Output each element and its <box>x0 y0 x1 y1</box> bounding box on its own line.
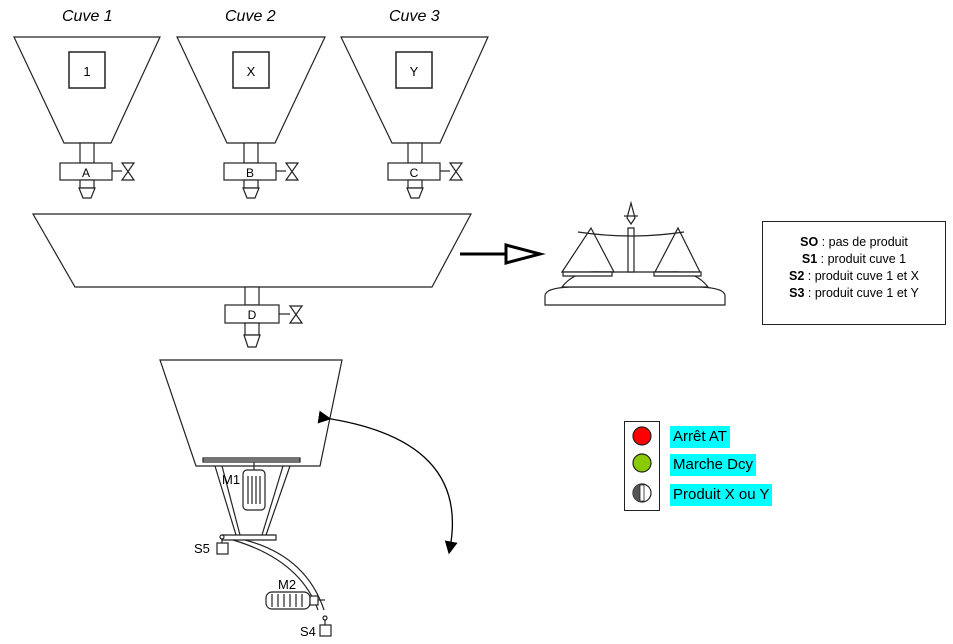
sensor-s5-icon <box>216 534 229 555</box>
tank-2-title: Cuve 2 <box>225 8 276 25</box>
tank-3-title: Cuve 3 <box>389 8 440 25</box>
scale-icon <box>544 200 726 306</box>
valve-a-label: A <box>82 166 90 180</box>
motor-m2-label: M2 <box>278 577 296 592</box>
tank-3-content: Y <box>410 64 419 79</box>
valve-b-label: B <box>246 166 254 180</box>
motor-m1-label: M1 <box>222 472 240 487</box>
legend-row: S2 : produit cuve 1 et X <box>789 269 919 283</box>
legend-row: S1 : produit cuve 1 <box>801 252 907 266</box>
tank-1-title: Cuve 1 <box>62 8 113 25</box>
mixer-tank <box>159 359 343 467</box>
legend-row: SO : pas de produit <box>800 235 908 249</box>
tank-1-content: 1 <box>83 64 90 79</box>
arrow-to-scale-icon <box>460 243 546 265</box>
sensor-s4-label: S4 <box>300 624 316 639</box>
control-panel <box>624 421 660 511</box>
stop-label: Arrêt AT <box>670 426 730 448</box>
mixer-frame <box>214 465 291 541</box>
start-label: Marche Dcy <box>670 454 757 476</box>
valve-d <box>224 286 304 348</box>
motor-m2-icon <box>265 591 325 610</box>
tank-2-content: X <box>247 64 256 79</box>
valve-c-label: C <box>410 166 419 180</box>
weighing-hopper <box>31 213 473 288</box>
sensor-legend: SO : pas de produit S1 : produit cuve 1 … <box>762 221 946 325</box>
sensor-s5-label: S5 <box>194 541 210 556</box>
legend-row: S3 : produit cuve 1 et Y <box>789 286 919 300</box>
tank-1 <box>13 36 161 199</box>
tank-3 <box>340 36 489 199</box>
product-selector-label: Produit X ou Y <box>670 484 773 506</box>
stop-button[interactable] <box>631 425 652 446</box>
sensor-s4-icon <box>319 615 332 637</box>
start-button[interactable] <box>631 452 652 473</box>
selector-switch[interactable] <box>631 482 652 503</box>
tank-2 <box>176 36 326 199</box>
valve-d-label: D <box>248 308 257 322</box>
tilt-arrow-icon <box>317 410 458 555</box>
motor-m1-icon <box>242 462 266 511</box>
